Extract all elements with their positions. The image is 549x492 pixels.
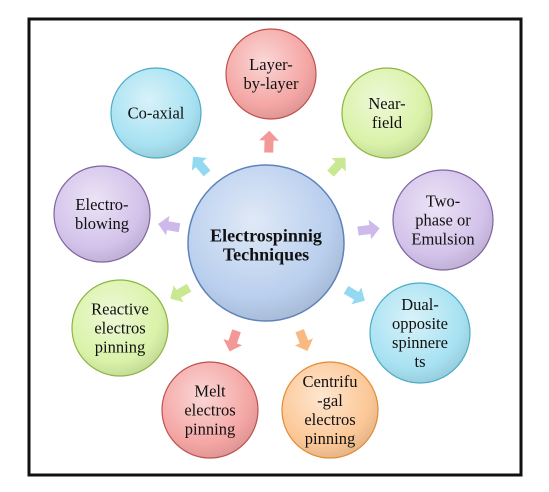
- node-circle-electro-blowing: [53, 165, 151, 263]
- arrow-electro-blowing: [156, 213, 182, 238]
- node-label-dual-opposite: opposite: [392, 314, 448, 333]
- node-label-centrifugal: electros: [304, 410, 355, 429]
- node-label-dual-opposite: spinnere: [392, 333, 448, 352]
- node-label-dual-opposite: Dual-: [401, 295, 439, 314]
- arrow-co-axial: [190, 155, 212, 178]
- node-label-co-axial: Co-axial: [128, 104, 185, 123]
- arrow-centrifugal: [292, 327, 315, 353]
- node-circle-reactive: [71, 279, 169, 377]
- node-circle-melt: [161, 361, 259, 459]
- arrow-near-field: [325, 156, 347, 179]
- arrow-layer-by-layer: [256, 129, 282, 154]
- node-electro-blowing: Electro-blowing: [53, 165, 151, 263]
- node-circle-dual-opposite: [369, 282, 471, 384]
- node-label-electro-blowing: Electro-: [75, 195, 128, 214]
- node-label-melt: electros: [184, 401, 235, 420]
- node-circle-centrifugal: [281, 361, 379, 459]
- node-label-layer-by-layer: Layer-: [249, 55, 293, 74]
- node-label-near-field: field: [372, 113, 403, 132]
- center-label: Electrospinnig: [210, 226, 322, 246]
- center-label: Techniques: [223, 245, 309, 265]
- arrow-melt: [221, 328, 245, 353]
- node-near-field: Near-field: [341, 67, 433, 159]
- node-label-two-phase: Two-: [426, 192, 461, 211]
- node-circle-near-field: [341, 67, 433, 159]
- arrow-layer: [156, 129, 382, 353]
- node-label-reactive: Reactive: [91, 300, 149, 319]
- arrow-reactive: [169, 282, 193, 304]
- node-label-electro-blowing: blowing: [75, 214, 129, 233]
- node-label-reactive: pinning: [95, 338, 145, 357]
- node-co-axial: Co-axial: [110, 67, 202, 159]
- node-label-near-field: Near-: [368, 94, 405, 113]
- node-circle-co-axial: [110, 67, 202, 159]
- node-label-centrifugal: -gal: [317, 391, 343, 410]
- node-label-layer-by-layer: by-layer: [244, 74, 299, 93]
- node-label-two-phase: Emulsion: [411, 230, 474, 249]
- node-label-dual-opposite: ts: [414, 352, 425, 371]
- node-label-two-phase: phase or: [415, 211, 471, 230]
- node-label-centrifugal: pinning: [305, 429, 355, 448]
- node-circle-two-phase: [392, 169, 494, 271]
- node-label-centrifugal: Centrifu: [303, 372, 358, 391]
- node-layer-by-layer: Layer-by-layer: [225, 28, 317, 120]
- center-circle: [187, 164, 345, 322]
- node-label-reactive: electros: [94, 319, 145, 338]
- arrow-dual-opposite: [342, 284, 367, 306]
- node-label-melt: Melt: [194, 382, 226, 401]
- arrow-two-phase: [356, 217, 382, 242]
- node-label-melt: pinning: [185, 420, 235, 439]
- node-circle-layer-by-layer: [225, 28, 317, 120]
